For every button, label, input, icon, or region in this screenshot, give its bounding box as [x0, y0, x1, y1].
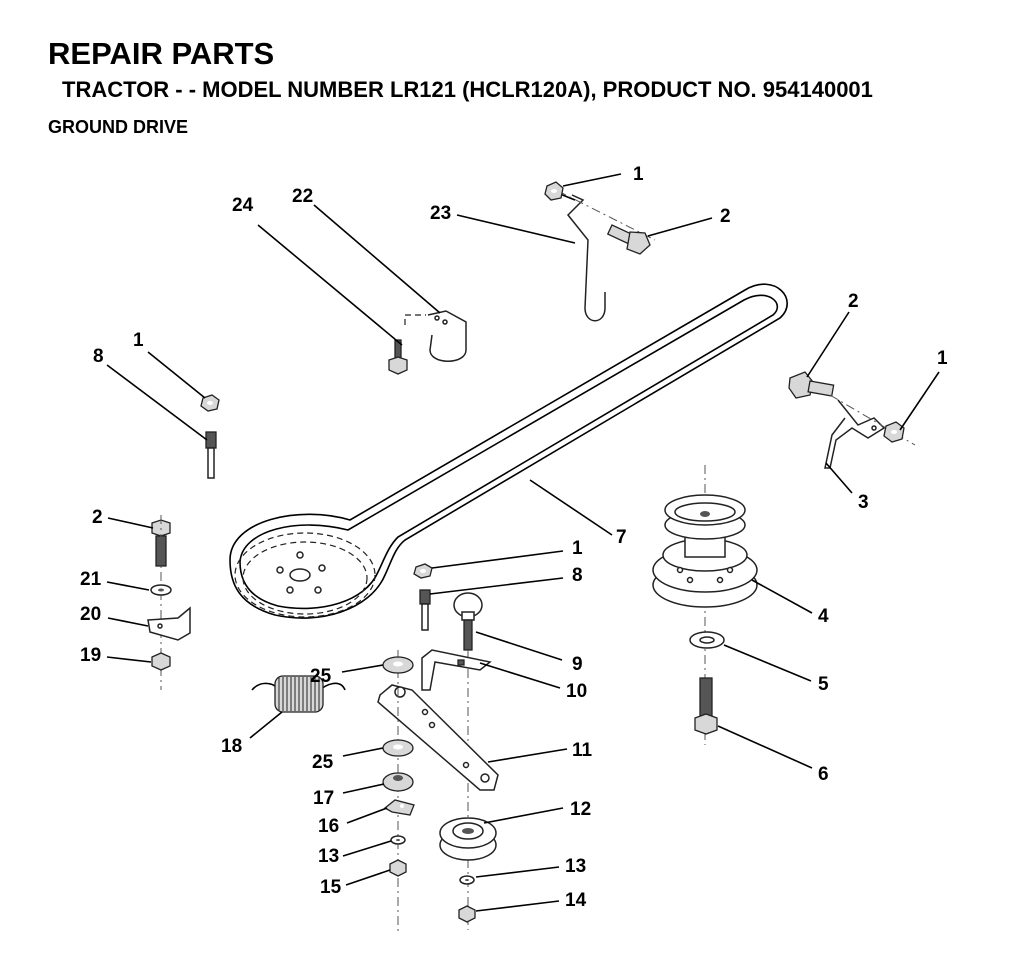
flat-washer [150, 584, 172, 596]
drive-belt [229, 283, 788, 619]
callout-10: 10 [566, 681, 587, 702]
callout-14: 14 [565, 890, 587, 911]
belt-guide-bracket-top [557, 190, 656, 322]
hex-nut [200, 394, 220, 412]
transaxle-pulley [652, 465, 758, 745]
hex-bolt [788, 371, 835, 399]
belleville-washer [382, 656, 414, 674]
idler-arm [377, 684, 499, 791]
callout-2: 2 [848, 291, 859, 312]
callout-13: 13 [318, 846, 339, 867]
callout-12: 12 [570, 799, 591, 820]
shoulder-bolt [419, 589, 431, 631]
model-subtitle: TRACTOR - - MODEL NUMBER LR121 (HCLR120A… [62, 77, 873, 102]
hex-nut [413, 563, 433, 579]
hex-bolt [606, 224, 651, 255]
hex-bolt [694, 677, 718, 735]
callout-19: 19 [80, 645, 101, 666]
clip [383, 799, 415, 816]
callout-labels: 1 2 23 24 22 1 8 2 1 3 7 2 21 20 19 1 8 … [80, 164, 948, 911]
callout-2: 2 [720, 206, 731, 227]
hex-nut [389, 859, 407, 877]
callout-13: 13 [565, 856, 586, 877]
belt-guide-bracket [404, 310, 467, 362]
callout-22: 22 [292, 186, 313, 207]
callout-2: 2 [92, 507, 103, 528]
page-title: REPAIR PARTS [48, 36, 275, 71]
hex-nut [544, 181, 564, 201]
hex-nut [883, 421, 905, 443]
callout-16: 16 [318, 816, 339, 837]
callout-1: 1 [937, 348, 948, 369]
callout-3: 3 [858, 492, 869, 513]
flat-washer [390, 835, 406, 845]
callout-18: 18 [221, 736, 242, 757]
idler-pulley [439, 817, 497, 861]
callout-9: 9 [572, 654, 583, 675]
callout-8: 8 [93, 346, 104, 367]
flat-washer [459, 875, 475, 885]
callout-20: 20 [80, 604, 101, 625]
callout-25: 25 [310, 666, 332, 687]
callout-4: 4 [818, 606, 829, 627]
hex-nut [151, 652, 171, 671]
spacer [382, 772, 414, 792]
callout-11: 11 [572, 740, 593, 761]
callout-25: 25 [312, 752, 334, 773]
hex-bolt [151, 515, 171, 690]
lock-washer [689, 631, 725, 649]
callout-8: 8 [572, 565, 583, 586]
spring-bracket [147, 606, 191, 641]
callout-5: 5 [818, 674, 829, 695]
section-heading: GROUND DRIVE [48, 117, 189, 137]
belleville-washer [382, 739, 414, 757]
callout-17: 17 [313, 788, 334, 809]
callout-24: 24 [232, 195, 254, 216]
leader-lines [106, 173, 940, 912]
shoulder-bolt [205, 431, 217, 479]
idler-bracket [421, 649, 492, 691]
hex-bolt [388, 339, 408, 375]
callout-21: 21 [80, 569, 102, 590]
extension-spring [251, 675, 346, 713]
carriage-bolt [453, 592, 483, 930]
callout-15: 15 [320, 877, 342, 898]
callout-6: 6 [818, 764, 829, 785]
hex-nut [458, 905, 476, 923]
callout-23: 23 [430, 203, 451, 224]
callout-1: 1 [572, 538, 583, 559]
callout-1: 1 [133, 330, 144, 351]
callout-7: 7 [616, 527, 627, 548]
callout-1: 1 [633, 164, 644, 185]
